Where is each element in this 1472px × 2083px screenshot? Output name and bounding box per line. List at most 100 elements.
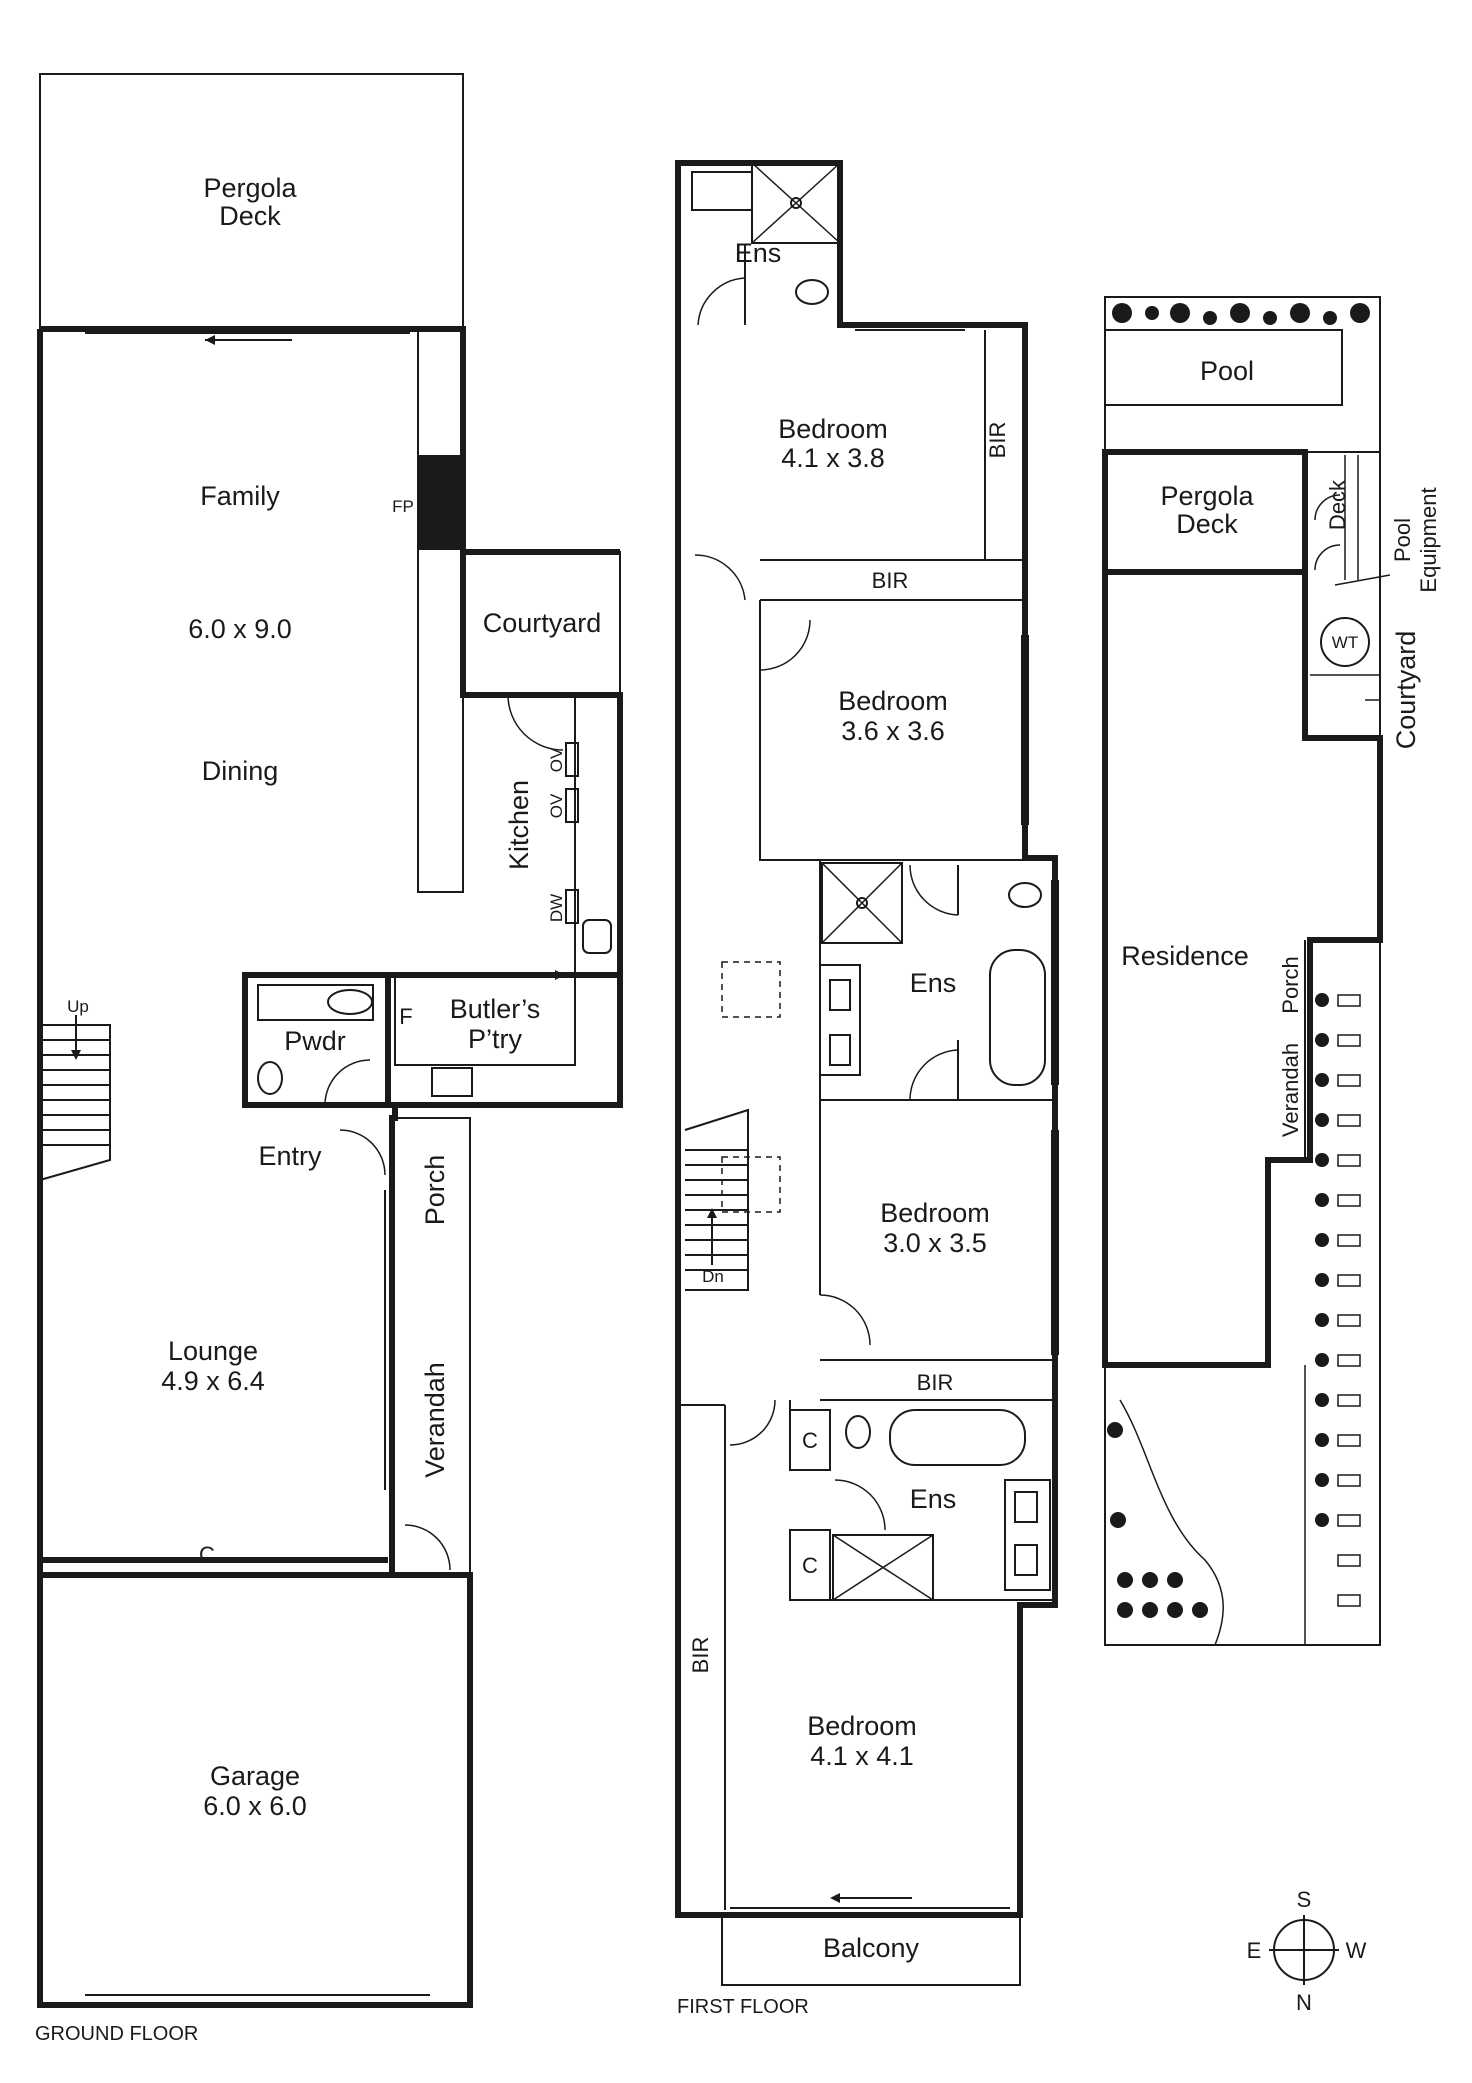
lounge-dims: 4.9 x 6.4 <box>161 1366 265 1396</box>
paver <box>1337 1594 1361 1607</box>
pergola-label-1: Pergola <box>203 173 297 203</box>
ens-top-door <box>697 277 746 326</box>
shrub <box>1315 1313 1329 1327</box>
deck-outline <box>1305 451 1381 738</box>
entry-door-swing <box>339 1129 386 1176</box>
family-dims: 6.0 x 9.0 <box>188 614 292 644</box>
first-floor-walls <box>675 160 1058 1918</box>
kitchen-island <box>417 328 464 893</box>
garden-shrubs <box>1107 1422 1208 1618</box>
pergola-label-2: Deck <box>219 201 281 231</box>
butlers-sink <box>431 1067 473 1097</box>
shower-cross <box>751 162 841 244</box>
shrub <box>1110 1512 1126 1528</box>
ens-bot-toilet <box>845 1415 871 1449</box>
ground-floor-walls <box>37 326 623 1578</box>
f-label: F <box>399 1004 412 1029</box>
paver <box>1337 1114 1361 1127</box>
ens-bot-bath <box>889 1409 1026 1466</box>
bed1-label: Bedroom <box>778 414 888 444</box>
ens-bot-basin-1 <box>1014 1491 1038 1523</box>
garage-walls <box>37 1572 473 2008</box>
oven-label-1: OV <box>547 747 566 772</box>
oven-label-2: OV <box>547 793 566 818</box>
bir-h2-label: BIR <box>917 1370 954 1395</box>
bed3-walls <box>819 1100 1055 1401</box>
bed3-label: Bedroom <box>880 1198 990 1228</box>
residence-walls <box>1102 569 1383 1368</box>
ens-bot-shower-cross <box>832 1534 934 1601</box>
bed4-arrow-head <box>830 1893 840 1903</box>
site-courtyard-lines <box>1310 674 1380 701</box>
site-pergola-label-2: Deck <box>1176 509 1238 539</box>
basin <box>327 989 373 1015</box>
shrub <box>1203 311 1217 325</box>
bed1-door <box>694 554 746 601</box>
up-label: Up <box>67 997 89 1016</box>
balcony-outline <box>721 1914 1021 1986</box>
bed2-door <box>759 619 811 671</box>
shrub <box>1142 1572 1158 1588</box>
ens-bot-label: Ens <box>910 1484 957 1514</box>
shrub <box>1350 303 1370 323</box>
paver <box>1337 1074 1361 1087</box>
hedge-top <box>1112 303 1370 325</box>
balcony-label: Balcony <box>823 1933 920 1963</box>
butlers-label-2: P’try <box>468 1024 523 1054</box>
shrub <box>1145 306 1159 320</box>
arrow-head-left <box>205 335 215 345</box>
pool-equipment-bench <box>1344 455 1359 580</box>
site-verandah-label: Verandah <box>1278 1043 1303 1137</box>
garage-label: Garage <box>210 1761 300 1791</box>
shrub <box>1323 311 1337 325</box>
butlers-label-1: Butler’s <box>450 994 541 1024</box>
bed2-label: Bedroom <box>838 686 948 716</box>
shrub <box>1315 1153 1329 1167</box>
bed4-door <box>729 1399 776 1446</box>
garage-door-swing <box>404 1524 451 1571</box>
deck-label: Deck <box>1325 479 1350 530</box>
ens-mid-label: Ens <box>910 968 957 998</box>
site-pergola-label-1: Pergola <box>1160 481 1254 511</box>
kitchen-door-swing <box>507 694 564 751</box>
cupboard-1 <box>789 1409 831 1471</box>
bir-h1-label: BIR <box>872 568 909 593</box>
ens-mid-window <box>1051 880 1059 1085</box>
dw-label: DW <box>547 894 566 922</box>
ens-mid-door-1 <box>909 864 959 916</box>
compass: S N E W <box>1247 1887 1367 2015</box>
fp-label: FP <box>392 497 414 516</box>
lounge-label: Lounge <box>168 1336 258 1366</box>
bed1-dims: 4.1 x 3.8 <box>781 443 885 473</box>
ens-mid-basin-2 <box>829 1034 851 1066</box>
shrub <box>1230 303 1250 323</box>
up-arrow-head <box>71 1050 81 1060</box>
kitchen-label: Kitchen <box>504 780 534 870</box>
bed2-dims: 3.6 x 3.6 <box>841 716 945 746</box>
dining-label: Dining <box>202 756 279 786</box>
courtyard-label: Courtyard <box>483 608 602 638</box>
bed3-dims: 3.0 x 3.5 <box>883 1228 987 1258</box>
hedge-side <box>1315 993 1361 1607</box>
cupboard-2 <box>789 1529 831 1601</box>
bed1-window <box>855 324 965 331</box>
shrub <box>1117 1602 1133 1618</box>
ens-mid-vanity <box>819 964 861 1076</box>
shrub <box>1315 1433 1329 1447</box>
butlers-bench <box>394 975 576 1066</box>
butlers-arrow-head <box>555 970 565 980</box>
shower-drain <box>790 197 802 209</box>
verandah-outline <box>392 1117 471 1575</box>
pool-equipment-pointer <box>1334 574 1391 586</box>
paver <box>1337 1394 1361 1407</box>
vanity <box>257 984 374 1021</box>
c2-label: C <box>802 1553 818 1578</box>
pool-equipment-label-2: Equipment <box>1416 487 1441 592</box>
compass-e: E <box>1247 1938 1262 1963</box>
ens-top-vanity <box>691 171 753 211</box>
family-label: Family <box>200 481 280 511</box>
shrub <box>1112 303 1132 323</box>
ens-bot-shower <box>832 1534 934 1601</box>
compass-s: S <box>1297 1887 1312 1912</box>
paver <box>1337 1034 1361 1047</box>
